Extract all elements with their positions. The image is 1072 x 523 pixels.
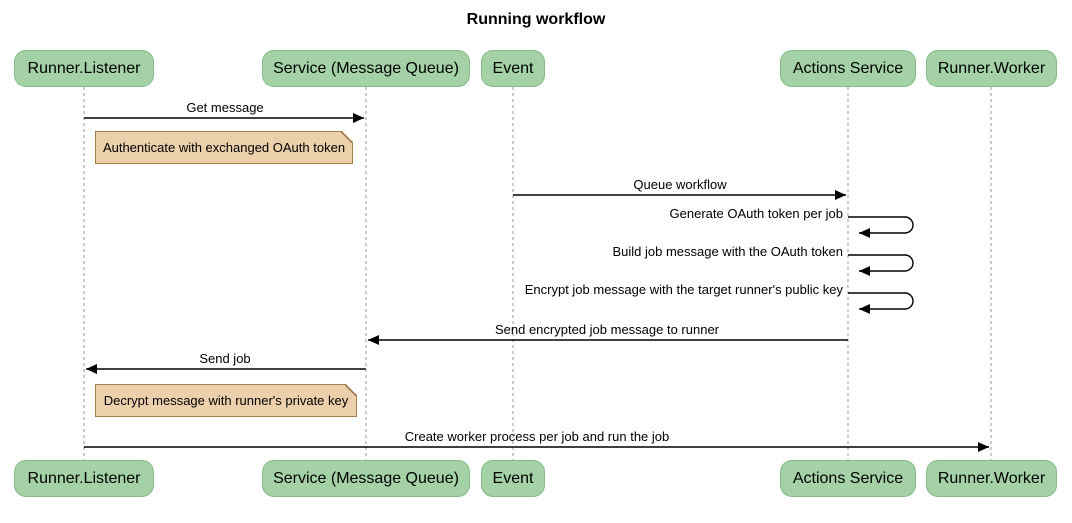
label-send-job: Send job bbox=[199, 351, 251, 366]
label-generate-token: Generate OAuth token per job bbox=[669, 206, 843, 221]
participant-top-runner-worker: Runner.Worker bbox=[926, 50, 1057, 87]
arrow-self-encrypt-job-message bbox=[848, 292, 914, 314]
label-build-job-message: Build job message with the OAuth token bbox=[612, 244, 843, 259]
note-decrypt: Decrypt message with runner's private ke… bbox=[95, 384, 357, 417]
label-send-encrypted: Send encrypted job message to runner bbox=[494, 322, 720, 337]
diagram-title: Running workflow bbox=[466, 11, 606, 28]
participant-bottom-service-message-queue: Service (Message Queue) bbox=[262, 460, 470, 497]
label-queue-workflow: Queue workflow bbox=[633, 177, 727, 192]
participant-bottom-actions-service: Actions Service bbox=[780, 460, 916, 497]
label-create-worker: Create worker process per job and run th… bbox=[404, 429, 670, 444]
label-get-message: Get message bbox=[186, 100, 264, 115]
participant-top-actions-service: Actions Service bbox=[780, 50, 916, 87]
participant-top-runner-listener: Runner.Listener bbox=[14, 50, 154, 87]
participant-top-event: Event bbox=[481, 50, 545, 87]
note-authenticate: Authenticate with exchanged OAuth token bbox=[95, 131, 353, 164]
label-encrypt-job-message: Encrypt job message with the target runn… bbox=[524, 282, 843, 297]
participant-bottom-runner-worker: Runner.Worker bbox=[926, 460, 1057, 497]
participant-bottom-runner-listener: Runner.Listener bbox=[14, 460, 154, 497]
participant-bottom-event: Event bbox=[481, 460, 545, 497]
participant-top-service-message-queue: Service (Message Queue) bbox=[262, 50, 470, 87]
arrow-self-generate-token bbox=[848, 216, 914, 238]
arrow-self-build-job-message bbox=[848, 254, 914, 276]
